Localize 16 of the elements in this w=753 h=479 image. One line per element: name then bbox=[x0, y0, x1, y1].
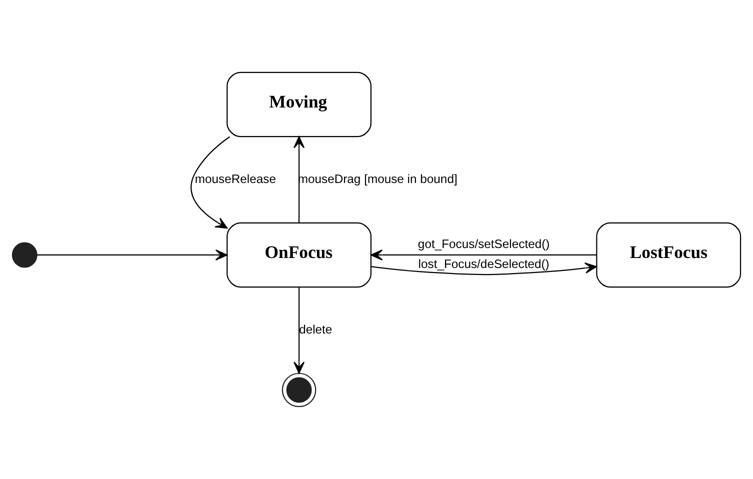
arrow bbox=[370, 249, 597, 261]
node-box: LostFocus bbox=[596, 222, 742, 288]
arrow bbox=[190, 136, 230, 229]
node-circle bbox=[12, 242, 38, 268]
edge-label: got_Focus/setSelected() bbox=[418, 237, 550, 252]
arrow bbox=[36, 249, 228, 261]
edge-label: mouseRelease bbox=[194, 172, 276, 186]
edge-label: mouseDrag [mouse in bound] bbox=[298, 172, 458, 186]
edge-label: delete bbox=[299, 322, 332, 336]
arrow bbox=[294, 287, 305, 374]
arrow bbox=[294, 136, 305, 223]
node-box: OnFocus bbox=[226, 222, 372, 288]
edge-label: lost_Focus/deSelected() bbox=[418, 257, 550, 272]
node-box: Moving bbox=[226, 72, 372, 138]
node-target bbox=[282, 372, 316, 408]
arrow bbox=[371, 262, 597, 276]
